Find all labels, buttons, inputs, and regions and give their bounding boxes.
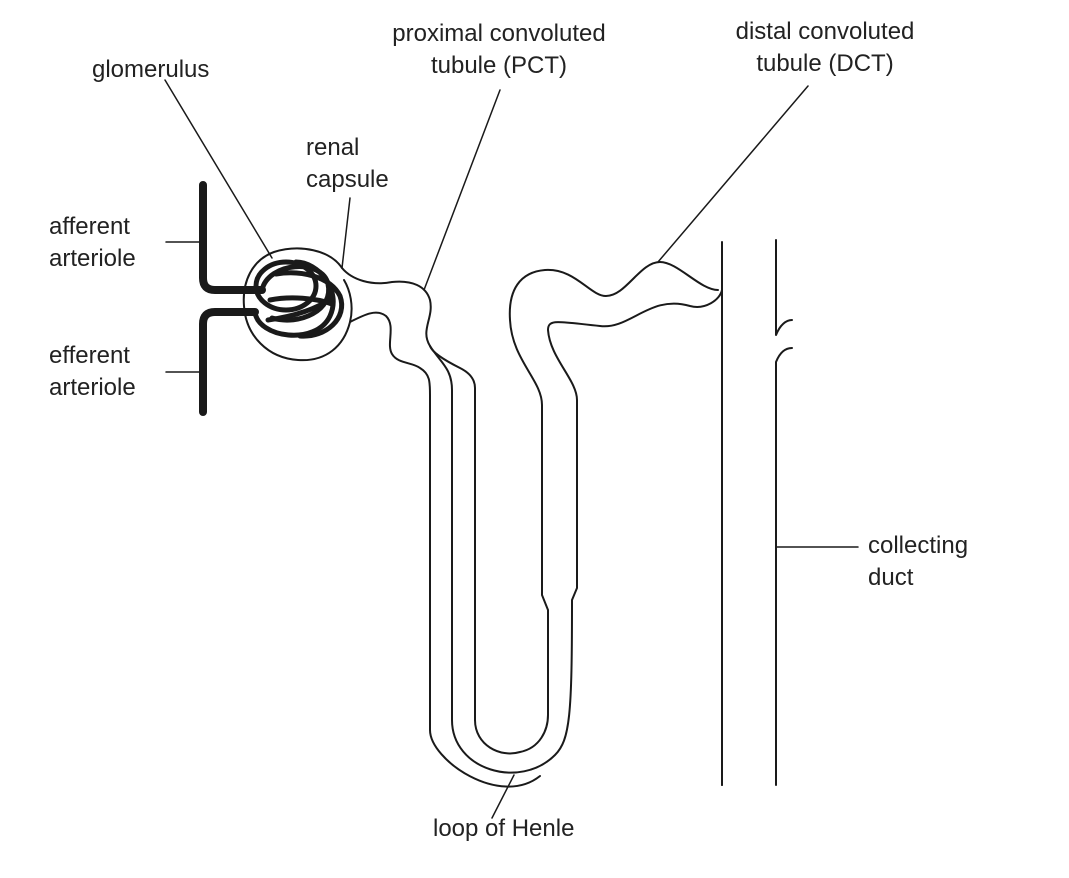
tubule-inner-wall bbox=[349, 311, 541, 788]
label-renal-capsule: renal capsule bbox=[306, 132, 389, 196]
leader-renal-capsule bbox=[341, 197, 351, 269]
label-afferent-arteriole: afferent arteriole bbox=[49, 211, 136, 275]
glomerulus-knot bbox=[252, 259, 345, 339]
label-efferent-line1: efferent bbox=[49, 342, 130, 369]
loop-inner-bend bbox=[474, 261, 719, 755]
afferent-arteriole bbox=[199, 181, 266, 294]
label-renal-capsule-line2: capsule bbox=[306, 166, 389, 193]
label-collecting-line1: collecting bbox=[868, 532, 969, 559]
efferent-arteriole bbox=[199, 308, 259, 416]
label-pct: proximal convoluted tubule (PCT) bbox=[370, 18, 628, 82]
collecting-duct-right-wall-bottom bbox=[775, 347, 793, 786]
label-collecting-line2: duct bbox=[868, 564, 914, 591]
label-afferent-line1: afferent bbox=[49, 213, 130, 240]
label-pct-line2: tubule (PCT) bbox=[430, 52, 568, 79]
tubule-outer-wall bbox=[341, 241, 723, 774]
tubule-ascending-wall bbox=[429, 345, 476, 721]
collecting-duct-right-wall-top bbox=[775, 239, 793, 336]
leader-pct bbox=[423, 89, 501, 291]
label-pct-line1: proximal convoluted bbox=[392, 20, 606, 47]
label-renal-capsule-line1: renal bbox=[306, 134, 360, 161]
label-dct-line2: tubule (DCT) bbox=[756, 50, 894, 77]
label-efferent-arteriole: efferent arteriole bbox=[49, 340, 136, 404]
label-dct-line1: distal convoluted bbox=[735, 18, 915, 45]
leader-loop bbox=[491, 774, 515, 819]
label-dct: distal convoluted tubule (DCT) bbox=[716, 16, 934, 80]
label-afferent-line2: arteriole bbox=[49, 245, 136, 272]
label-collecting-duct: collecting duct bbox=[868, 530, 968, 594]
leader-dct bbox=[657, 85, 809, 263]
label-loop-of-henle: loop of Henle bbox=[433, 815, 575, 842]
leader-lines bbox=[164, 79, 859, 819]
label-glomerulus: glomerulus bbox=[92, 56, 210, 83]
label-efferent-line2: arteriole bbox=[49, 374, 136, 401]
leader-glomerulus bbox=[164, 79, 273, 259]
